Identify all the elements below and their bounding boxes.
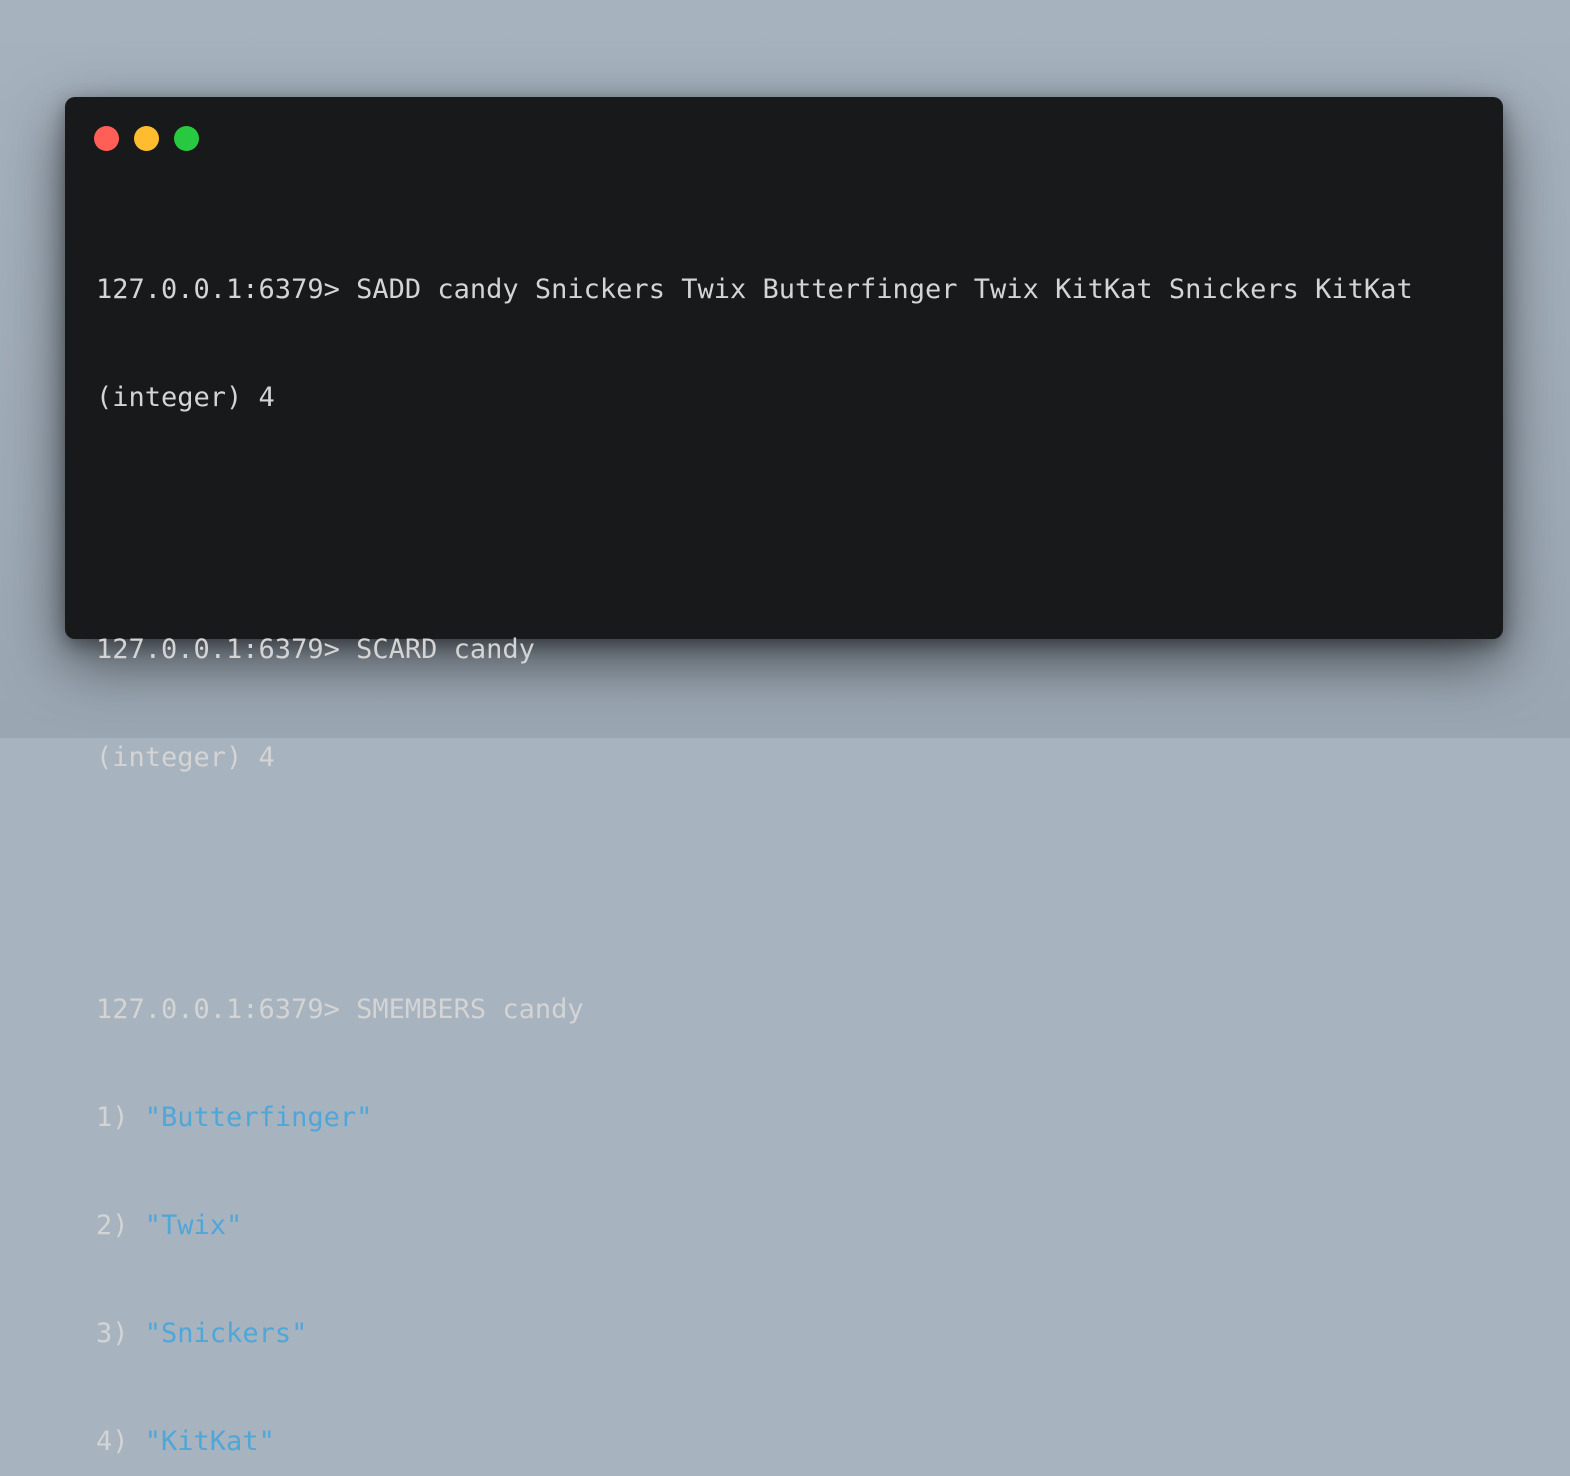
command-text: SMEMBERS candy bbox=[356, 994, 584, 1025]
prompt: 127.0.0.1:6379> bbox=[96, 994, 357, 1025]
member-value: "Butterfinger" bbox=[144, 1102, 373, 1133]
command-output: (integer) 4 bbox=[96, 742, 275, 773]
close-button[interactable] bbox=[94, 126, 119, 151]
prompt: 127.0.0.1:6379> bbox=[96, 634, 357, 665]
command-text: SCARD candy bbox=[356, 634, 535, 665]
blank-line bbox=[96, 488, 1413, 524]
command-line-sadd: 127.0.0.1:6379> SADD candy Snickers Twix… bbox=[96, 272, 1413, 308]
prompt: 127.0.0.1:6379> bbox=[96, 274, 357, 305]
member-value: "Twix" bbox=[144, 1210, 243, 1241]
member-line: 2) "Twix" bbox=[96, 1208, 1413, 1244]
member-value: "Snickers" bbox=[144, 1318, 308, 1349]
window-controls bbox=[94, 126, 199, 151]
member-index: 4) bbox=[96, 1426, 145, 1457]
command-output: (integer) 4 bbox=[96, 382, 275, 413]
member-value: "KitKat" bbox=[144, 1426, 275, 1457]
member-index: 2) bbox=[96, 1210, 145, 1241]
terminal-window: 127.0.0.1:6379> SADD candy Snickers Twix… bbox=[65, 97, 1503, 1457]
command-line-smembers: 127.0.0.1:6379> SMEMBERS candy bbox=[96, 992, 1413, 1028]
member-line: 4) "KitKat" bbox=[96, 1424, 1413, 1460]
member-line: 1) "Butterfinger" bbox=[96, 1100, 1413, 1136]
command-line-scard: 127.0.0.1:6379> SCARD candy bbox=[96, 632, 1413, 668]
maximize-button[interactable] bbox=[174, 126, 199, 151]
command-text: SADD candy Snickers Twix Butterfinger Tw… bbox=[356, 274, 1413, 305]
member-index: 1) bbox=[96, 1102, 145, 1133]
terminal-output[interactable]: 127.0.0.1:6379> SADD candy Snickers Twix… bbox=[96, 200, 1413, 1476]
member-index: 3) bbox=[96, 1318, 145, 1349]
minimize-button[interactable] bbox=[134, 126, 159, 151]
member-line: 3) "Snickers" bbox=[96, 1316, 1413, 1352]
blank-line bbox=[96, 848, 1413, 884]
